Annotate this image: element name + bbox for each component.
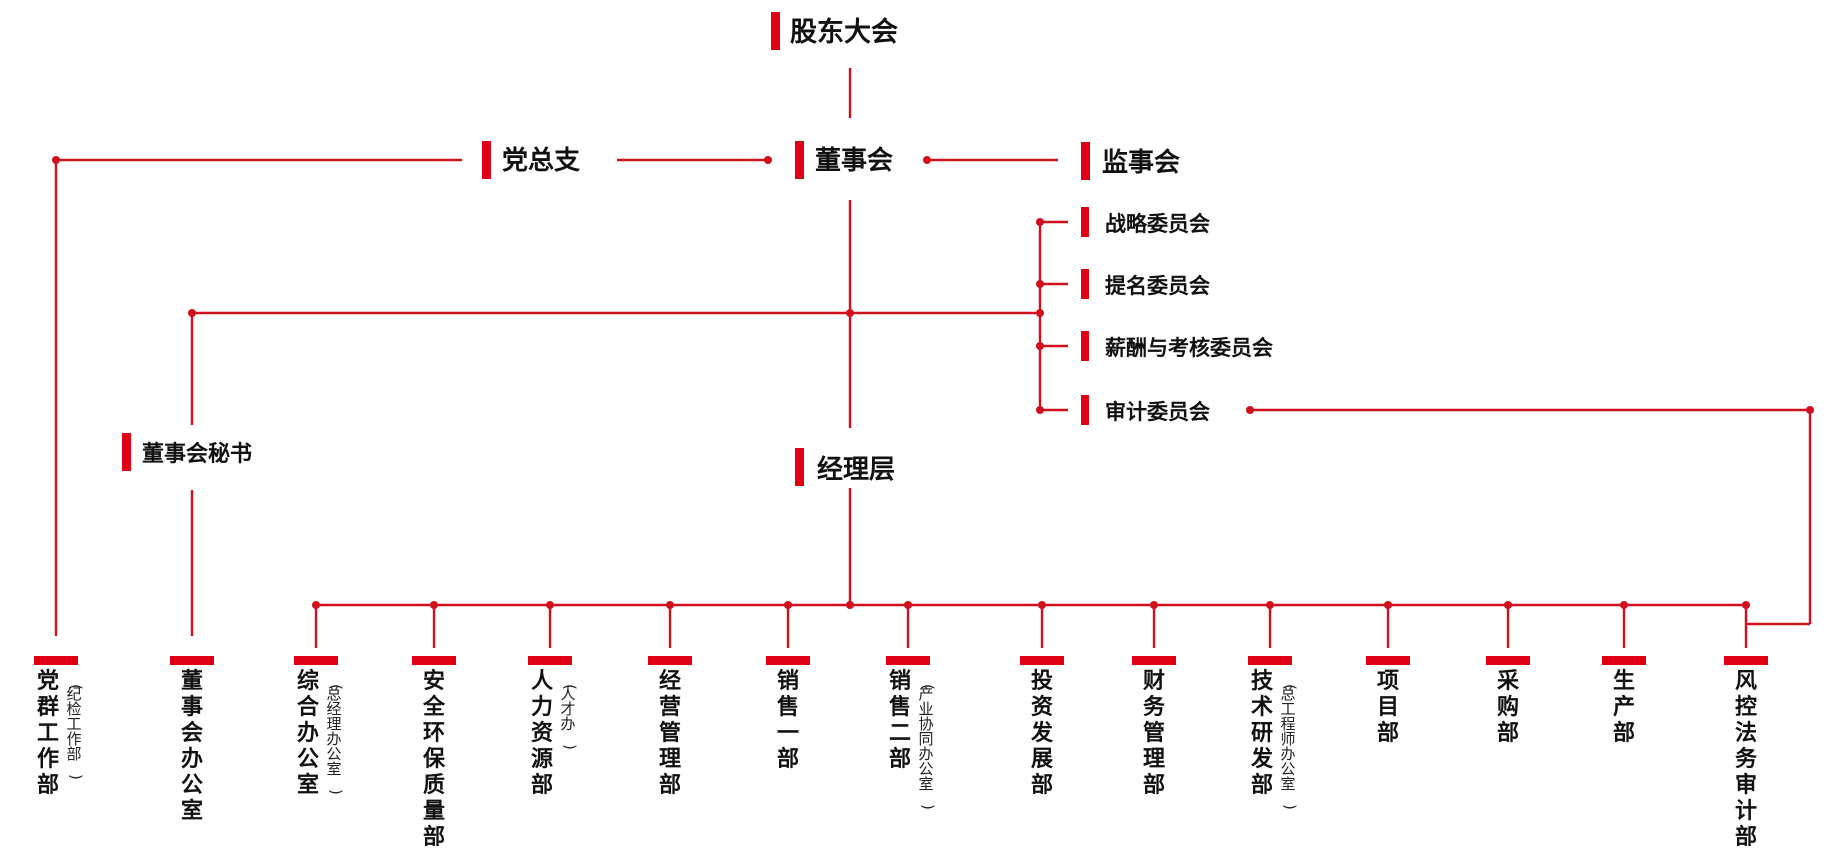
node-supervisors: 监事会	[1081, 142, 1180, 180]
department-node: 经营管理部	[648, 656, 692, 798]
department-note: (纪检工作部)	[66, 684, 85, 780]
department-node: 项目部	[1366, 656, 1410, 746]
department-name: 投资发展部	[1030, 669, 1054, 798]
department-name: 安全环保质量部	[422, 668, 446, 850]
node-marker	[771, 12, 780, 50]
committee-nomination: 提名委员会	[1081, 269, 1210, 299]
node-marker	[1081, 331, 1089, 361]
department-marker	[648, 656, 692, 665]
department-node: 人力资源部 (人才办)	[528, 656, 579, 798]
node-marker	[1081, 395, 1089, 425]
node-party-branch: 党总支	[482, 141, 580, 179]
department-name: 经营管理部	[659, 668, 681, 798]
department-marker	[886, 656, 930, 665]
junction-dot	[1620, 601, 1628, 609]
department-name: 财务管理部	[1143, 669, 1166, 798]
node-shareholders: 股东大会	[771, 12, 898, 50]
junction-dot	[784, 601, 792, 609]
node-label: 党总支	[502, 146, 580, 176]
connector-lines	[54, 68, 1812, 648]
junction-dot	[1038, 601, 1046, 609]
node-marker	[795, 448, 804, 486]
department-node: 安全环保质量部	[412, 656, 456, 850]
department-node: 综合办公室 (总经理办公室)	[294, 656, 345, 798]
junction-dot	[312, 601, 320, 609]
junction-dot	[1742, 601, 1750, 609]
department-note: (总经理办公室)	[326, 684, 345, 795]
junction-dot	[1266, 601, 1274, 609]
department-name: 生产部	[1613, 669, 1635, 746]
node-marker	[122, 433, 131, 471]
department-node: 采购部	[1486, 656, 1530, 746]
node-management: 经理层	[795, 448, 895, 486]
department-marker	[412, 656, 456, 665]
node-label: 股东大会	[790, 16, 898, 48]
department-marker	[1020, 656, 1064, 665]
junction-dot	[904, 601, 912, 609]
committee-label: 提名委员会	[1105, 274, 1210, 298]
committee-label: 薪酬与考核委员会	[1105, 336, 1273, 360]
department-node: 销售一部	[766, 656, 810, 772]
department-marker	[1724, 656, 1768, 665]
department-marker	[1366, 656, 1410, 665]
junction-dot	[1150, 601, 1158, 609]
department-name: 技术研发部	[1250, 669, 1274, 798]
committee-audit: 审计委员会	[1081, 395, 1210, 425]
node-board: 董事会	[795, 141, 893, 179]
department-name: 项目部	[1377, 669, 1399, 746]
department-node: 生产部	[1602, 656, 1646, 746]
department-marker	[528, 656, 572, 665]
junction-dot	[430, 601, 438, 609]
department-name: 风控法务审计部	[1735, 669, 1758, 850]
node-label: 董事会	[815, 146, 893, 176]
department-node: 财务管理部	[1132, 656, 1176, 798]
junction-dot	[666, 601, 674, 609]
department-name: 销售一部	[777, 669, 799, 772]
department-note: (产业协同办公室)	[918, 684, 937, 810]
node-label: 监事会	[1102, 148, 1180, 178]
department-marker	[1486, 656, 1530, 665]
junction-dot	[546, 601, 554, 609]
department-marker	[34, 656, 78, 665]
department-marker	[170, 656, 214, 665]
department-node: 党群工作部 (纪检工作部)	[34, 656, 85, 798]
department-name: 人力资源部	[531, 669, 553, 798]
committee-remuneration: 薪酬与考核委员会	[1081, 331, 1273, 361]
department-node: 销售二部 (产业协同办公室)	[886, 656, 937, 810]
node-label: 董事会秘书	[142, 441, 252, 467]
department-name: 董事会办公室	[181, 669, 203, 824]
node-marker	[1081, 269, 1089, 299]
committee-label: 战略委员会	[1105, 212, 1210, 236]
department-name: 销售二部	[889, 669, 911, 772]
junction-dot	[1504, 601, 1512, 609]
node-marker	[1081, 142, 1090, 180]
department-note: (总工程师办公室)	[1280, 684, 1299, 810]
department-marker	[766, 656, 810, 665]
department-marker	[294, 656, 338, 665]
connector-dots	[52, 156, 1814, 609]
department-name: 综合办公室	[297, 668, 320, 798]
committee-strategy: 战略委员会	[1081, 207, 1210, 237]
department-name: 党群工作部	[37, 669, 59, 798]
department-node: 董事会办公室	[170, 656, 214, 824]
committee-label: 审计委员会	[1105, 400, 1210, 424]
department-note: (人才办)	[560, 684, 579, 750]
department-node: 投资发展部	[1020, 656, 1064, 798]
department-name: 采购部	[1497, 669, 1519, 746]
department-marker	[1248, 656, 1292, 665]
node-marker	[482, 141, 491, 179]
node-marker	[795, 141, 804, 179]
department-marker	[1602, 656, 1646, 665]
node-board-secretary: 董事会秘书	[122, 433, 252, 471]
department-marker	[1132, 656, 1176, 665]
department-node: 风控法务审计部	[1724, 656, 1768, 850]
department-node: 技术研发部 (总工程师办公室)	[1248, 656, 1299, 810]
node-label: 经理层	[817, 454, 895, 485]
junction-dot	[1384, 601, 1392, 609]
department-row: 党群工作部 (纪检工作部) 董事会办公室 综合办公室 (总经理办公室) 安全环保质量部 人力…	[34, 656, 1768, 850]
node-marker	[1081, 207, 1089, 237]
